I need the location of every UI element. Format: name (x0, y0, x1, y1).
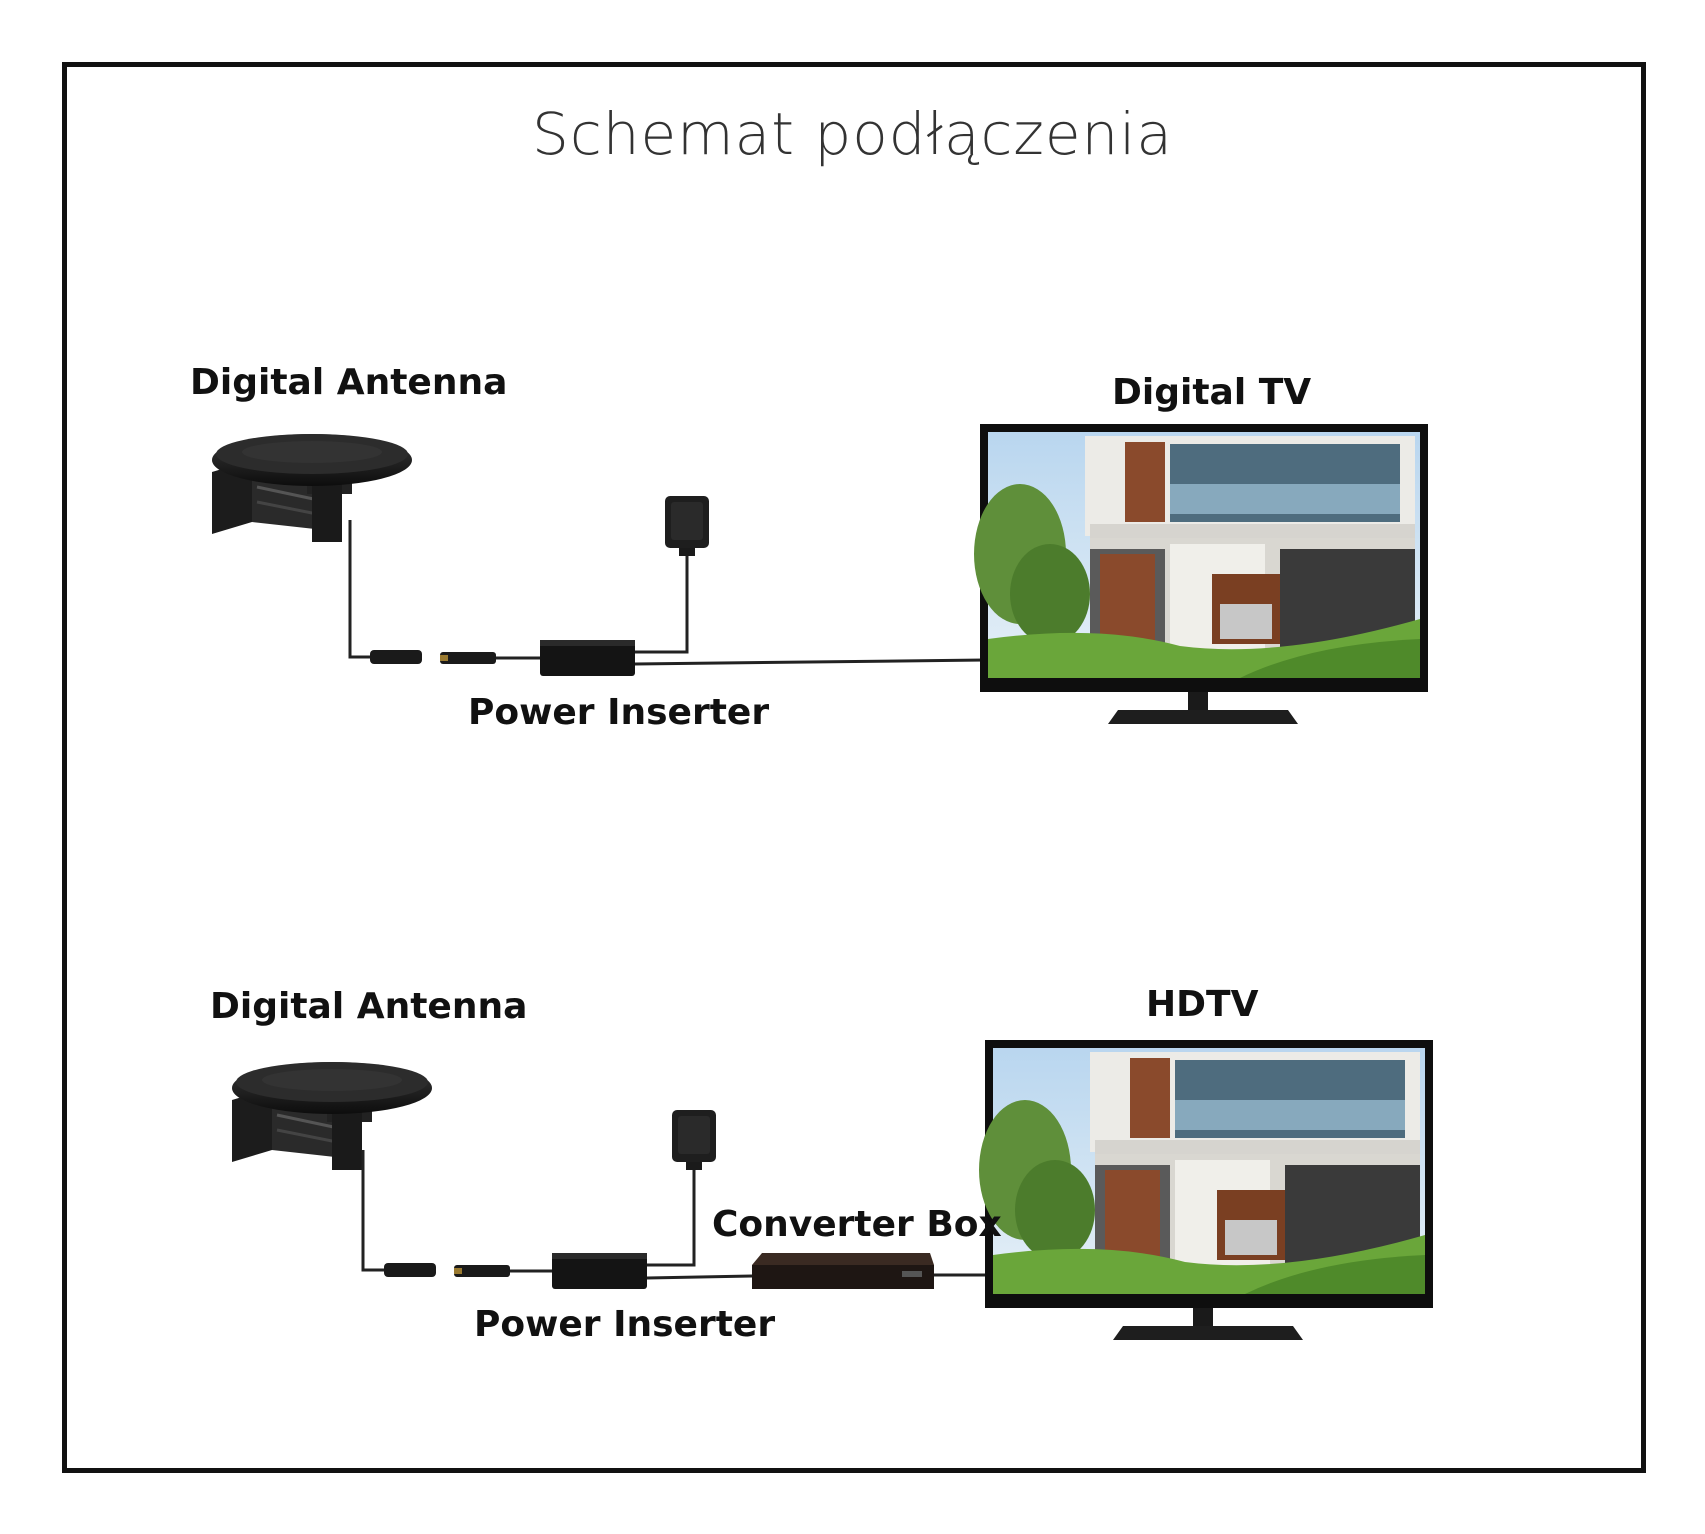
antenna-cable (361, 1150, 386, 1272)
antenna-icon (230, 1060, 434, 1172)
diagram-frame (62, 62, 1646, 1473)
page-title: Schemat podłączenia (532, 100, 1173, 168)
top-antenna-label: Digital Antenna (190, 362, 508, 403)
power-adapter-icon (672, 1110, 716, 1170)
converter-box-icon (752, 1253, 934, 1289)
converter-box-label: Converter Box (712, 1204, 1002, 1245)
antenna-cable (348, 520, 372, 659)
power-cable (635, 556, 689, 654)
cable-to-converter (646, 1274, 753, 1280)
hdtv-icon (979, 1040, 1433, 1340)
bottom-tv-label: HDTV (1146, 984, 1259, 1025)
power-inserter-icon (540, 640, 635, 676)
power-inserter-icon (552, 1253, 647, 1289)
top-diagram (210, 424, 1428, 724)
bottom-diagram (230, 1040, 1433, 1340)
antenna-icon (210, 432, 414, 544)
top-inserter-label: Power Inserter (468, 692, 770, 733)
cable-to-tv (634, 658, 986, 666)
power-adapter-icon (665, 496, 709, 556)
coax-connector (384, 1263, 436, 1277)
coax-connector (454, 1265, 510, 1277)
coax-connector (370, 650, 422, 664)
bottom-inserter-label: Power Inserter (474, 1304, 776, 1345)
digital-tv-icon (974, 424, 1428, 724)
bottom-antenna-label: Digital Antenna (210, 986, 528, 1027)
coax-connector (440, 652, 496, 664)
top-tv-label: Digital TV (1112, 372, 1312, 413)
power-cable (647, 1170, 696, 1267)
